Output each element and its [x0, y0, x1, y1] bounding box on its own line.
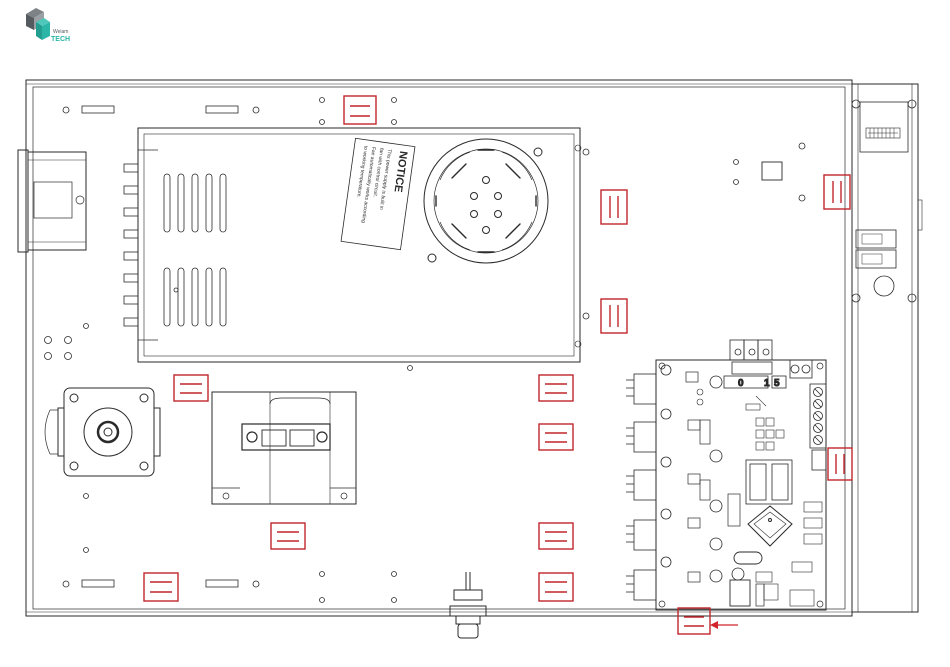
enclosure-inner-wall	[33, 87, 845, 609]
arrow-left-icon	[710, 621, 738, 629]
mainboard: 0 5 1	[626, 340, 826, 610]
capacitors	[661, 365, 744, 582]
power-inlet	[450, 572, 486, 638]
crystal	[734, 552, 762, 564]
psu-notice-label: NOTICE This power supply is built in fan…	[341, 138, 415, 249]
buzzer	[874, 276, 894, 296]
board-label-1: 1	[764, 378, 770, 389]
logo-line2: TECH	[51, 36, 70, 43]
endstop-headers	[746, 460, 792, 504]
fan-grille-icon	[424, 139, 548, 263]
board-label-0: 0	[738, 378, 744, 389]
logo-line1: Weiam	[53, 29, 68, 35]
header-pins	[728, 494, 740, 526]
company-logo: Weiam TECH	[26, 8, 70, 43]
driver-chips	[686, 372, 740, 582]
marker-horizontal-5	[271, 523, 305, 549]
position-markers	[144, 96, 852, 634]
stepper-motor-icon	[45, 388, 160, 476]
marker-vertical-4	[828, 448, 852, 480]
usb-connector	[730, 580, 750, 606]
marker-horizontal-1	[344, 96, 376, 124]
marker-vertical-3	[824, 175, 850, 209]
motor-connectors	[626, 374, 656, 600]
side-fan-housing	[18, 150, 86, 252]
mounting-holes	[45, 98, 806, 603]
marker-horizontal-7	[144, 573, 178, 601]
marker-horizontal-6	[539, 523, 573, 549]
marker-vertical-1	[601, 190, 627, 224]
psu-terminal-block	[124, 150, 158, 340]
marker-horizontal-2	[174, 375, 208, 401]
power-terminals	[730, 340, 772, 374]
marker-horizontal-3	[539, 375, 573, 401]
marker-vertical-2	[601, 299, 627, 333]
relay-block	[762, 162, 782, 180]
side-panel	[852, 84, 922, 612]
mcu-chip	[748, 506, 792, 546]
logo-cube-icon	[26, 8, 50, 40]
board-label-5: 5	[774, 378, 780, 389]
marker-horizontal-4	[539, 424, 573, 450]
psu-vent-slots	[164, 174, 226, 326]
sd-card-module	[860, 102, 908, 152]
screw-terminals	[790, 360, 826, 470]
marker-horizontal-8	[539, 573, 573, 601]
small-components	[746, 396, 822, 606]
xt60-connector-icon	[212, 392, 356, 504]
